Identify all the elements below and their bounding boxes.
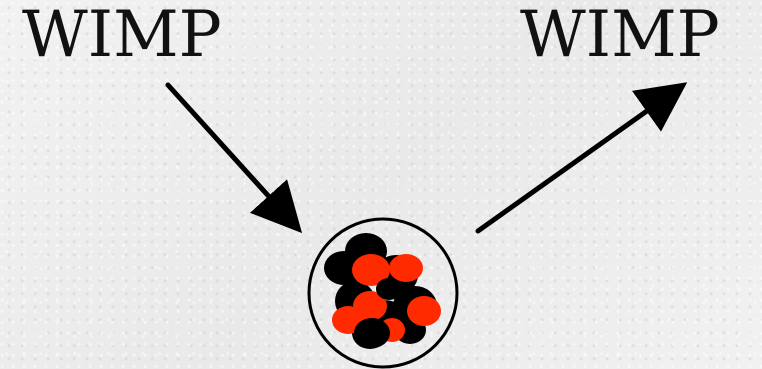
proton <box>352 254 390 286</box>
neutron <box>376 278 402 300</box>
incoming-wimp-label: WIMP <box>22 0 222 72</box>
nucleus <box>324 233 441 349</box>
neutron <box>354 318 390 348</box>
proton <box>407 296 441 326</box>
nucleus-boundary <box>307 217 459 369</box>
proton <box>389 254 423 282</box>
outgoing-wimp-label: WIMP <box>520 0 720 72</box>
outgoing-arrow <box>475 82 688 234</box>
incoming-arrow <box>165 82 303 234</box>
